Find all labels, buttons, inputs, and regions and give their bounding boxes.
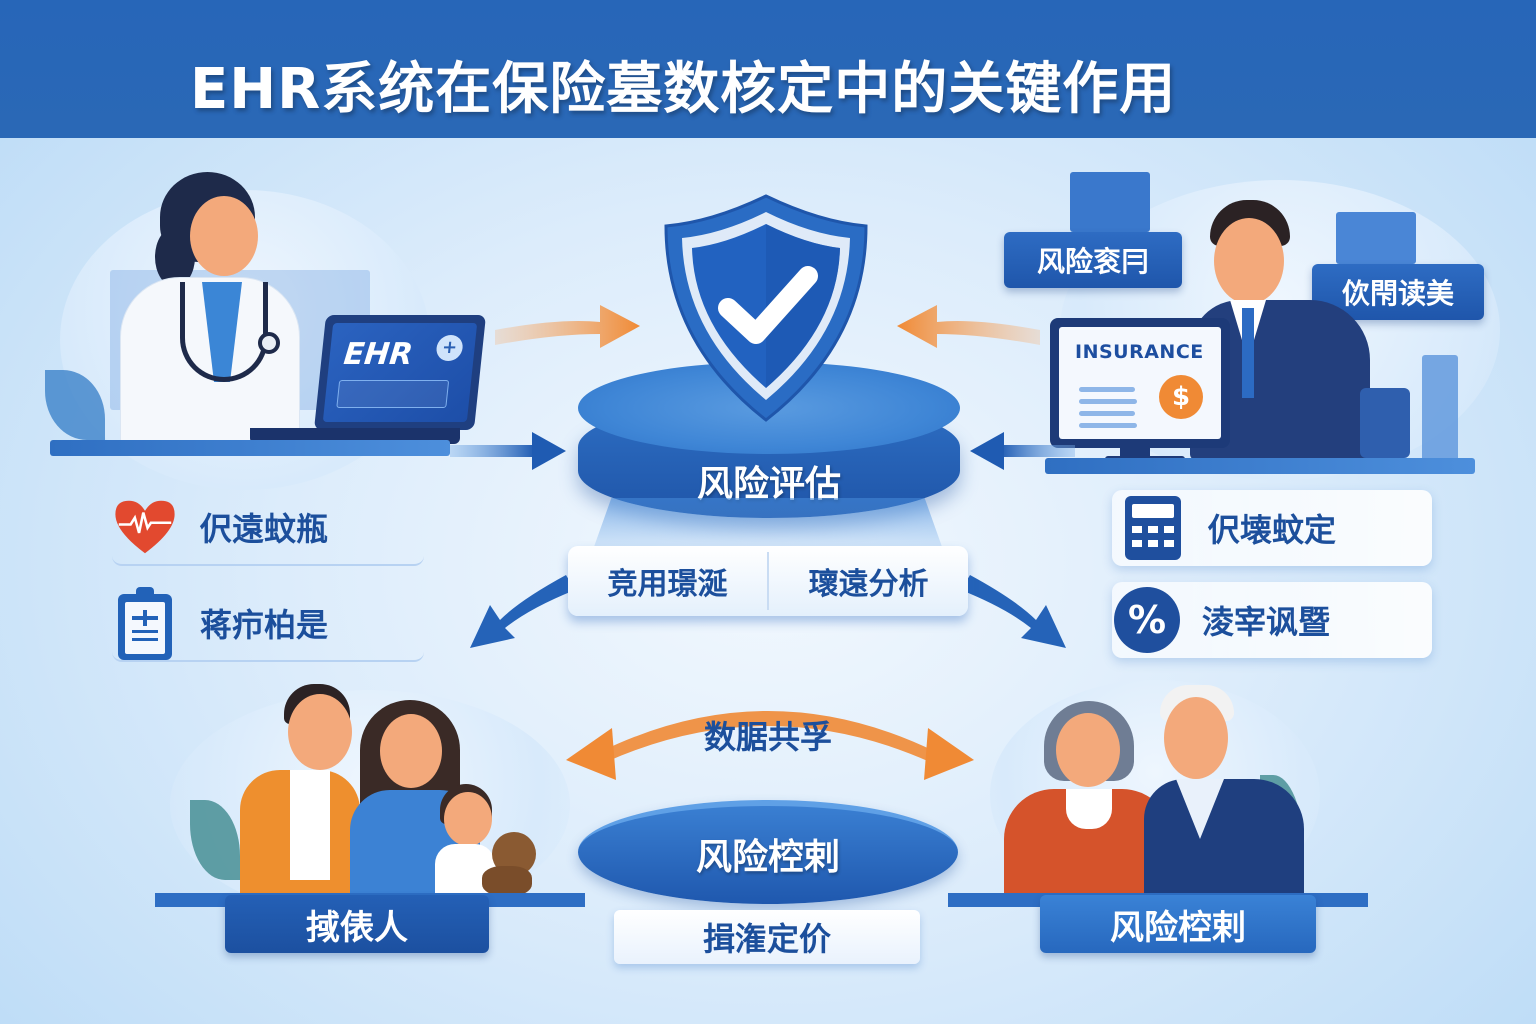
feature-label: 蒋疖柏是 <box>200 606 329 644</box>
arrow-left-icon <box>897 305 1040 348</box>
tower-building-icon <box>1422 355 1458 465</box>
double-arrow-icon <box>566 711 974 780</box>
calculator-icon <box>1120 495 1186 561</box>
feature-health-status: 伬遠蚊瓶 <box>112 490 424 566</box>
doctor-desk <box>50 440 450 456</box>
agent-desk <box>1045 458 1475 474</box>
office-building-icon <box>1070 172 1150 232</box>
pricing-label: 揖潅定价 <box>614 910 920 964</box>
elderly-couple-figure <box>1000 685 1310 895</box>
elderly-label: 风险椌剌 <box>1040 895 1316 953</box>
clipboard-icon <box>112 587 178 660</box>
feature-label: 伬壊蚊定 <box>1208 511 1337 549</box>
page-title: EHR系统在保险墓数核定中的关键作用 <box>190 57 1177 122</box>
text-line <box>1079 399 1137 404</box>
family-label: 掝俵人 <box>225 895 489 953</box>
data-analysis-label: 瓌遠分析 <box>808 567 929 602</box>
feature-label: 淩宰讽暨 <box>1202 603 1331 641</box>
text-line <box>1079 387 1135 392</box>
arrow-down-left-icon <box>470 575 575 648</box>
title-banner <box>0 0 1536 138</box>
insurance-monitor: INSURANCE $ <box>1050 318 1230 448</box>
office-chair <box>1360 388 1410 458</box>
family-figure <box>190 680 550 896</box>
insurance-screen-title: INSURANCE <box>1075 341 1204 363</box>
arrow-right-icon <box>450 432 566 470</box>
analysis-panel: 竞用璟涎 瓌遠分析 <box>568 546 968 616</box>
feature-medical-records: 蒋疖柏是 <box>112 586 424 662</box>
office-building-icon <box>1336 212 1416 264</box>
risk-control-label: 风险椌剌 <box>695 837 840 878</box>
divider <box>767 552 769 610</box>
data-sharing-label: 数腒共孚 <box>703 718 832 756</box>
shield-check-icon <box>664 194 868 422</box>
text-line <box>1079 423 1137 428</box>
doctor-figure <box>110 172 310 452</box>
feature-rate-adjustment: % 淩宰讽暨 <box>1112 582 1432 658</box>
cost-analysis-label: 竞用璟涎 <box>607 567 728 602</box>
percent-icon: % <box>1114 587 1180 653</box>
agent-tag-1: 风险衮冃 <box>1004 232 1182 288</box>
dollar-icon: $ <box>1159 375 1203 419</box>
risk-control-lens <box>578 800 958 904</box>
arrow-left-icon <box>970 432 1075 470</box>
arrow-right-icon <box>495 305 640 348</box>
arrow-down-right-icon <box>961 575 1066 648</box>
text-line <box>1079 411 1135 416</box>
feature-premium-calculation: 伬壊蚊定 <box>1112 490 1432 566</box>
heart-pulse-icon <box>112 494 178 560</box>
feature-label: 伬遠蚊瓶 <box>200 510 329 548</box>
